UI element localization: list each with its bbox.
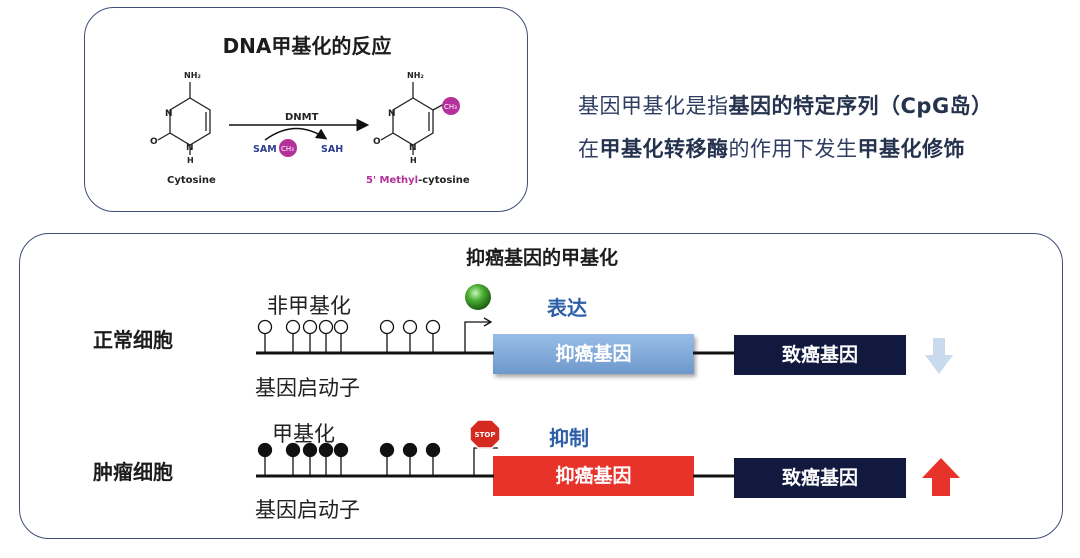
methylcytosine-n1: N [409,143,417,153]
unmethylated-cpg-head [425,319,441,335]
unmethylated-cpg-head [318,319,334,335]
stop-sign-text: STOP [475,431,496,439]
desc-line1-normal: 基因甲基化是指 [578,94,729,118]
expression-label: 表达 [547,296,587,320]
unmethylated-label: 非甲基化 [267,294,351,318]
unmethylated-cpg-head [285,319,301,335]
normal-oncogene: 致癌基因 [734,335,906,375]
down-arrow-icon [925,338,953,374]
dnmt-label: DNMT [285,112,319,123]
methylated-cpg-head [402,442,418,458]
desc-line2-part3: 的作用下发生 [728,137,858,161]
normal-tss-arrowhead [483,317,493,327]
cytosine-amine: NH₂ [184,71,201,80]
unmethylated-cpg-head [379,319,395,335]
cytosine-n1: N [186,143,194,153]
unmethylated-cpg-head [333,319,349,335]
desc-line2-part1: 在 [578,137,600,161]
normal-promoter-label: 基因启动子 [255,376,360,400]
description-line-1: 基因甲基化是指基因的特定序列（CpG岛） [578,90,993,120]
sam-methyl-circle [279,139,297,157]
normal-tumor-suppressor-gene: 抑癌基因 [493,334,694,374]
sah-label: SAH [321,144,343,155]
methylated-cpg-head [379,442,395,458]
methylated-cpg-head [318,442,334,458]
desc-line2-part2: 甲基化转移酶 [599,137,729,161]
desc-line2-part4: 甲基化修饰 [857,137,965,161]
methyl-group-circle [442,97,460,115]
methylcytosine-label: 5' Methyl-cytosine [366,175,470,186]
methylated-cpg-head [425,442,441,458]
suppression-label: 抑制 [549,426,589,450]
methylated-cpg-head [285,442,301,458]
methylated-cpg-sites [257,442,441,476]
methylated-cpg-head [302,442,318,458]
cofactor-arrow [264,127,328,141]
methylcytosine-structure [380,82,445,155]
cytosine-suffix: -cytosine [418,175,470,186]
methylcytosine-amine: NH₂ [407,71,424,80]
sam-methyl-text: CH₃ [281,145,294,153]
normal-tss-arrow [464,321,490,353]
methyl-group-text: CH₃ [444,103,457,111]
cytosine-oxygen: O [150,137,158,147]
methylcytosine-hydrogen: H [410,156,417,165]
transcription-factor-ball [465,284,491,310]
methylcytosine-oxygen: O [373,137,381,147]
desc-line1-bold: 基因的特定序列（CpG岛） [728,94,993,118]
methyl-prefix: 5' Methyl [366,175,419,186]
methylation-title: 抑癌基因的甲基化 [465,247,618,269]
up-arrow-icon [922,458,960,496]
methylated-label: 甲基化 [272,422,335,446]
tumor-tumor-suppressor-gene: 抑癌基因 [493,456,694,496]
methylated-cpg-head [257,442,273,458]
unmethylated-cpg-head [402,319,418,335]
sam-label: SAM [253,144,277,155]
tumor-cell-label: 肿瘤细胞 [93,460,173,484]
tumor-tss-line [473,447,498,476]
tumor-promoter-label: 基因启动子 [255,498,360,522]
unmethylated-cpg-head [257,319,273,335]
reaction-title: DNA甲基化的反应 [222,34,392,58]
tumor-oncogene: 致癌基因 [734,458,906,498]
description-line-2: 在甲基化转移酶的作用下发生甲基化修饰 [578,133,965,163]
methylated-cpg-head [333,442,349,458]
cytosine-hydrogen: H [187,156,194,165]
stop-sign-icon [469,419,501,449]
cytosine-structure [157,82,211,155]
unmethylated-cpg-sites [257,319,441,353]
cytosine-label: Cytosine [167,175,216,186]
unmethylated-cpg-head [302,319,318,335]
methylcytosine-n3: N [388,109,396,119]
cytosine-n3: N [165,109,173,119]
normal-cell-label: 正常细胞 [93,328,173,352]
